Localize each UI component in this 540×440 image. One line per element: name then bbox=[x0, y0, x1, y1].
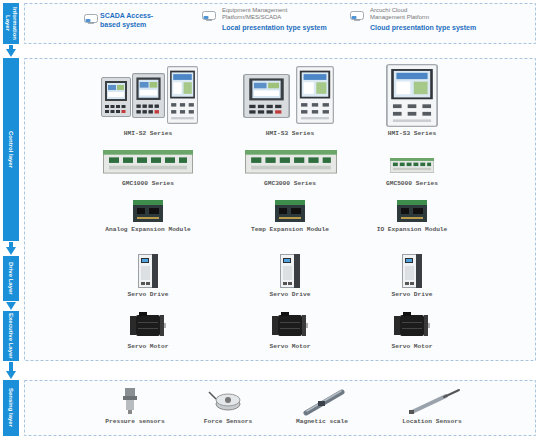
sensor-top bbox=[216, 394, 240, 406]
servo-motor bbox=[130, 312, 166, 336]
layer-arrow bbox=[9, 302, 13, 305]
layer-tab: Drive Layer bbox=[3, 256, 19, 301]
system-label: Arcuchi Cloud Management Platform bbox=[370, 7, 442, 21]
component-caption: HMI-S3 Series bbox=[266, 130, 314, 137]
layer-name: Information Layer bbox=[4, 5, 17, 42]
expansion-module bbox=[397, 200, 427, 222]
system-label: Equipment Management Platform/MES/SCADA bbox=[222, 7, 302, 21]
servo-drive bbox=[403, 254, 423, 288]
hmi-panel bbox=[244, 75, 289, 118]
servo-motor bbox=[394, 312, 430, 336]
expansion-module bbox=[133, 200, 163, 222]
dashed-group bbox=[25, 4, 536, 44]
sensor-connector bbox=[125, 388, 135, 396]
system-label: SCADA Access- based system bbox=[100, 12, 160, 29]
location-sensor bbox=[409, 390, 459, 414]
dashed-group bbox=[25, 381, 536, 436]
cloud-icon bbox=[85, 15, 98, 24]
component-caption: Location Sensors bbox=[402, 418, 461, 425]
hmi-panel bbox=[297, 67, 334, 124]
sensor-port bbox=[128, 410, 132, 414]
sensor-nut bbox=[123, 396, 137, 400]
gmc-controller bbox=[390, 158, 434, 172]
hmi-panel bbox=[387, 65, 437, 127]
system-label: Local presentation type system bbox=[222, 24, 327, 32]
layer-name: Sensing layer bbox=[8, 382, 15, 434]
force-sensor bbox=[209, 392, 240, 410]
layer-arrow bbox=[9, 45, 13, 52]
sensor-body bbox=[126, 400, 134, 410]
component-caption: Temp Expansion Module bbox=[251, 226, 329, 233]
component-caption: GMC3000 Series bbox=[264, 180, 316, 187]
sensor-tube bbox=[412, 396, 446, 412]
gmc-controller bbox=[245, 150, 337, 173]
component-caption: Servo Motor bbox=[128, 343, 169, 350]
servo-motor bbox=[272, 312, 308, 336]
sensor-cable bbox=[209, 392, 216, 399]
gmc-controller bbox=[103, 150, 193, 173]
component-caption: Servo Drive bbox=[270, 291, 311, 298]
component-caption: Analog Expansion Module bbox=[105, 226, 190, 233]
servo-drive bbox=[281, 254, 301, 288]
layer-arrow bbox=[9, 362, 13, 374]
expansion-module bbox=[275, 200, 305, 222]
component-caption: Servo Motor bbox=[392, 343, 433, 350]
pressure-sensor bbox=[123, 388, 137, 414]
sensor-end bbox=[409, 410, 414, 414]
layer-tab: Sensing layer bbox=[3, 380, 19, 436]
scale-highlight bbox=[307, 391, 341, 411]
system-label: Cloud presentation type system bbox=[370, 24, 476, 32]
component-caption: HMI-S3 Series bbox=[388, 130, 436, 137]
cloud-icon bbox=[351, 12, 364, 21]
layer-name: Drive Layer bbox=[8, 258, 15, 299]
servo-drive bbox=[139, 254, 159, 288]
component-caption: GMC5000 Series bbox=[386, 180, 438, 187]
component-caption: Pressure sensors bbox=[105, 418, 164, 425]
component-caption: Magnetic scale bbox=[296, 418, 348, 425]
scale-rod bbox=[306, 392, 342, 413]
layer-tab: Executive Layer bbox=[3, 311, 19, 361]
component-caption: Servo Drive bbox=[392, 291, 433, 298]
layer-tab: Control layer bbox=[3, 58, 19, 241]
sensor-hole bbox=[225, 397, 231, 403]
dashed-group bbox=[25, 59, 536, 361]
component-caption: GMC1000 Series bbox=[122, 180, 174, 187]
magnetic-scale bbox=[306, 391, 342, 413]
layer-arrow bbox=[9, 242, 13, 250]
layer-name: Control layer bbox=[8, 60, 15, 239]
component-caption: IO Expansion Module bbox=[377, 226, 448, 233]
layer-name: Executive Layer bbox=[8, 313, 15, 359]
component-caption: HMI-S2 Series bbox=[124, 130, 172, 137]
hmi-panel bbox=[168, 67, 198, 124]
sensor-rod bbox=[444, 390, 459, 397]
component-caption: Servo Motor bbox=[270, 343, 311, 350]
component-caption: Force Sensors bbox=[204, 418, 252, 425]
component-caption: Servo Drive bbox=[128, 291, 169, 298]
cloud-icon bbox=[203, 12, 216, 21]
hmi-panel bbox=[133, 74, 165, 118]
hmi-panel bbox=[102, 78, 131, 117]
scale-head bbox=[318, 401, 325, 406]
layer-tab: Information Layer bbox=[3, 3, 19, 44]
